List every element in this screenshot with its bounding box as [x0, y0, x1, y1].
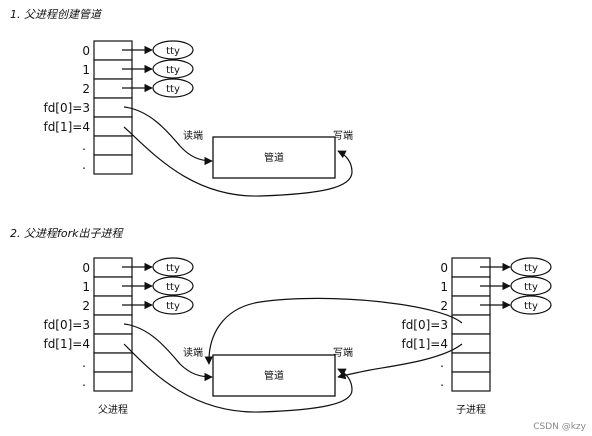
section-1: 1. 父进程创建管道 0 1 2 fd[0]=3 fd[1]=4 . . — [10, 8, 353, 197]
tty-label-2: tty — [166, 84, 180, 95]
tty-label-2: tty — [524, 301, 538, 312]
fd-label-2: 2 — [82, 82, 90, 96]
tty-oval-0 — [152, 40, 194, 60]
child-write-arrow — [337, 343, 463, 380]
fd-cell-4 — [93, 116, 133, 137]
fd-label-4: fd[1]=4 — [43, 120, 90, 134]
tty-oval-2 — [152, 295, 194, 315]
tty-oval-2 — [152, 78, 194, 98]
tty-label-1: tty — [166, 65, 180, 76]
fd-label-5: . — [82, 356, 86, 370]
write-end-label-1: 写端 — [333, 129, 353, 142]
pipe-label-1: 管道 — [264, 151, 284, 164]
fd-label-0: 0 — [440, 261, 448, 275]
section-1-title: 1. 父进程创建管道 — [10, 8, 103, 21]
fd-label-6: . — [82, 375, 86, 389]
fd-label-0: 0 — [82, 261, 90, 275]
fd-cell-6 — [93, 371, 133, 392]
fd-cell-6 — [93, 154, 133, 175]
pipe-box-2 — [212, 354, 336, 397]
fd-table-child — [451, 257, 491, 392]
tty-oval-0 — [152, 257, 194, 277]
fd-label-3: fd[0]=3 — [43, 318, 90, 332]
section-2: 2. 父进程fork出子进程 0 1 2 fd[0]=3 fd[1]=4 . .… — [10, 227, 552, 416]
tty-oval-1 — [510, 276, 552, 296]
child-caption: 子进程 — [456, 404, 486, 416]
tty-label-0: tty — [166, 263, 180, 274]
tty-label-0: tty — [524, 263, 538, 274]
fd-label-5: . — [440, 356, 444, 370]
read-end-label-2: 读端 — [183, 346, 203, 359]
tty-label-0: tty — [166, 46, 180, 57]
tty-oval-1 — [152, 59, 194, 79]
write-end-label-2: 写端 — [333, 346, 353, 359]
pipe-label-2: 管道 — [264, 369, 284, 382]
fd-cell-5 — [451, 352, 491, 373]
read-end-label-1: 读端 — [183, 129, 203, 142]
read-end-arrow-1 — [123, 106, 213, 166]
fd-label-3: fd[0]=3 — [401, 318, 448, 332]
fd-cell-4 — [93, 333, 133, 354]
section-2-title: 2. 父进程fork出子进程 — [10, 227, 124, 240]
fd-label-6: . — [82, 158, 86, 172]
fd-cell-6 — [451, 371, 491, 392]
fd-label-4: fd[1]=4 — [401, 337, 448, 351]
pipe-box-1 — [212, 136, 336, 179]
fd-label-1: 1 — [440, 280, 448, 294]
fd-label-1: 1 — [82, 63, 90, 77]
tty-label-2: tty — [166, 301, 180, 312]
tty-oval-2 — [510, 295, 552, 315]
fd-table-parent-2 — [93, 257, 133, 392]
fd-label-5: . — [82, 139, 86, 153]
fd-cell-3 — [451, 314, 491, 335]
fd-cell-5 — [93, 135, 133, 156]
write-end-arrow-1 — [123, 126, 353, 197]
fd-cell-4 — [451, 333, 491, 354]
fd-cell-5 — [93, 352, 133, 373]
tty-label-1: tty — [166, 282, 180, 293]
fd-label-0: 0 — [82, 44, 90, 58]
parent-read-arrow — [123, 323, 213, 382]
tty-oval-1 — [152, 276, 194, 296]
fd-label-1: 1 — [82, 280, 90, 294]
tty-oval-0 — [510, 257, 552, 277]
watermark: CSDN @kzy — [533, 422, 586, 432]
parent-write-arrow — [123, 343, 353, 413]
fd-label-6: . — [440, 375, 444, 389]
fd-label-2: 2 — [82, 299, 90, 313]
tty-label-1: tty — [524, 282, 538, 293]
fd-label-4: fd[1]=4 — [43, 337, 90, 351]
fd-label-2: 2 — [440, 299, 448, 313]
fd-label-3: fd[0]=3 — [43, 101, 90, 115]
parent-caption: 父进程 — [98, 404, 128, 416]
child-read-arrow — [204, 297, 463, 365]
